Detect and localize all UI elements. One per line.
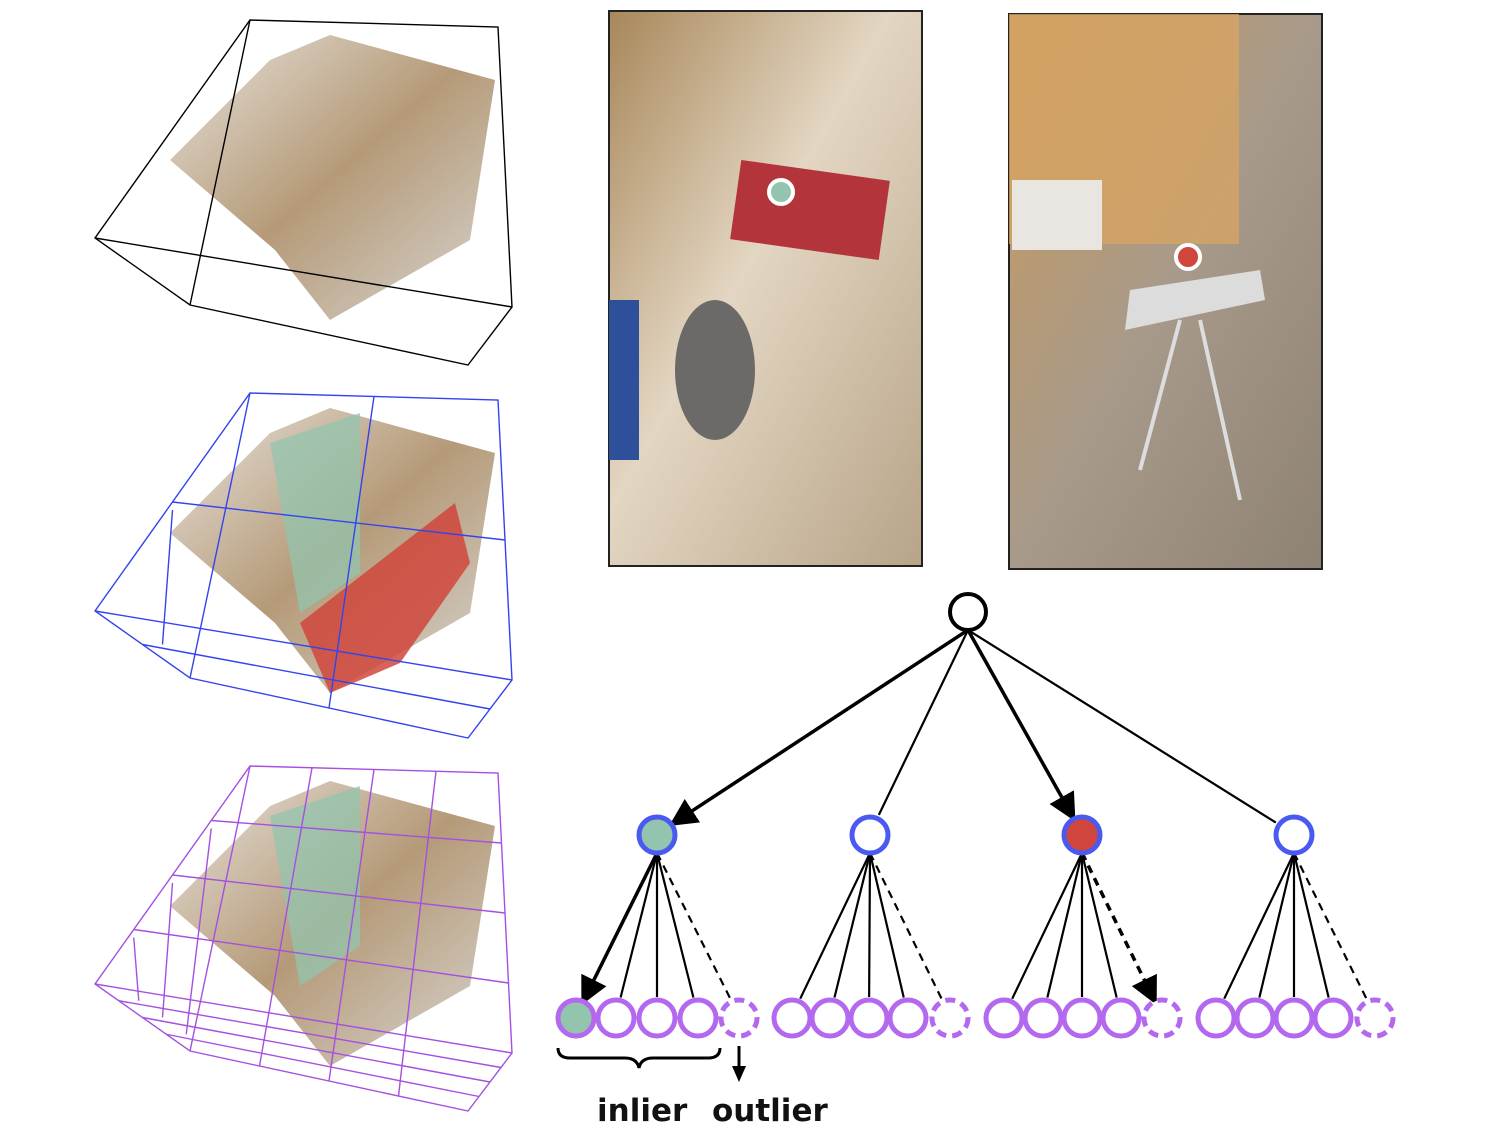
leaf-node: [1195, 997, 1237, 1039]
outlier-edge: [869, 852, 943, 1000]
grid-line: [133, 937, 140, 1001]
green-keypoint-marker: [767, 178, 795, 206]
grid-line: [211, 819, 502, 844]
inlier-brace: [556, 1047, 722, 1069]
leaf-node: [555, 997, 597, 1039]
outlier-label: outlier: [712, 1093, 828, 1129]
inlier-edge: [1011, 852, 1083, 1000]
tree-edge: [966, 629, 1076, 822]
scan-level-1: [94, 392, 513, 739]
outlier-arrow: [732, 1046, 746, 1082]
outlier-edge: [1293, 852, 1368, 1000]
leaf-node: [1312, 997, 1354, 1039]
root-node: [948, 592, 988, 632]
grid-line: [397, 771, 437, 1097]
grid-line: [172, 501, 506, 541]
inlier-edge: [655, 852, 695, 998]
scan-level-2: [94, 765, 513, 1112]
leaf-node: [887, 997, 929, 1039]
leaf-node: [1273, 997, 1315, 1039]
scan-level-0: [94, 19, 513, 366]
level1-node: [1061, 814, 1103, 856]
inlier-edge: [833, 852, 872, 998]
leaf-node: [1100, 997, 1142, 1039]
grid-line: [185, 828, 212, 1035]
grid-line: [142, 643, 491, 710]
outlier-leaf-node: [1141, 997, 1183, 1039]
grid-line: [328, 769, 375, 1082]
hierarchical-tree: [555, 592, 1396, 1039]
leaf-node: [1022, 997, 1064, 1039]
photo-washing-machine: [608, 10, 923, 567]
outlier-edge: [656, 852, 732, 1000]
outlier-leaf-node: [929, 997, 971, 1039]
photo-ironing-board: [1008, 13, 1323, 570]
grid-line: [328, 396, 375, 709]
leaf-node: [595, 997, 637, 1039]
outlier-edge: [1080, 852, 1157, 1006]
leaf-node: [848, 997, 890, 1039]
grid-line: [166, 1033, 480, 1098]
outlier-leaf-node: [1354, 997, 1396, 1039]
inlier-edge: [868, 852, 905, 998]
green-region: [270, 413, 360, 613]
inlier-edge: [799, 852, 871, 1000]
inlier-edge: [1223, 852, 1295, 1000]
frustum-edge: [189, 392, 251, 679]
tree-edge: [877, 629, 969, 816]
frustum-edge: [94, 237, 513, 308]
leaf-node: [1234, 997, 1276, 1039]
level1-node: [636, 814, 678, 856]
room-point-cloud: [170, 35, 495, 320]
leaf-node: [677, 997, 719, 1039]
grid-line: [142, 1016, 491, 1083]
level1-node: [849, 814, 891, 856]
grid-line: [172, 874, 506, 914]
frustum-edge: [189, 19, 251, 306]
leaf-node: [1061, 997, 1103, 1039]
leaf-node: [983, 997, 1025, 1039]
tree-edge: [967, 629, 1277, 824]
inlier-edge: [619, 852, 659, 998]
red-region: [300, 503, 470, 693]
outlier-leaf-node: [718, 997, 760, 1039]
grid-line: [161, 509, 174, 645]
grid-line: [133, 928, 509, 984]
leaf-node: [636, 997, 678, 1039]
inlier-edge: [581, 852, 659, 1006]
inlier-edge: [1080, 852, 1118, 998]
grid-line: [118, 1000, 502, 1069]
inlier-edge: [1292, 852, 1330, 998]
inlier-edge: [1258, 852, 1296, 998]
tree-edge: [669, 628, 969, 827]
grid-line: [258, 767, 313, 1067]
inlier-label: inlier: [597, 1093, 688, 1129]
green-region: [270, 786, 360, 986]
level1-node: [1273, 814, 1315, 856]
inlier-edge: [1046, 852, 1084, 998]
inlier-edge: [868, 852, 872, 998]
red-keypoint-marker: [1174, 243, 1202, 271]
grid-line: [161, 882, 174, 1018]
frustum-edge: [189, 765, 251, 1052]
leaf-node: [809, 997, 851, 1039]
leaf-node: [771, 997, 813, 1039]
